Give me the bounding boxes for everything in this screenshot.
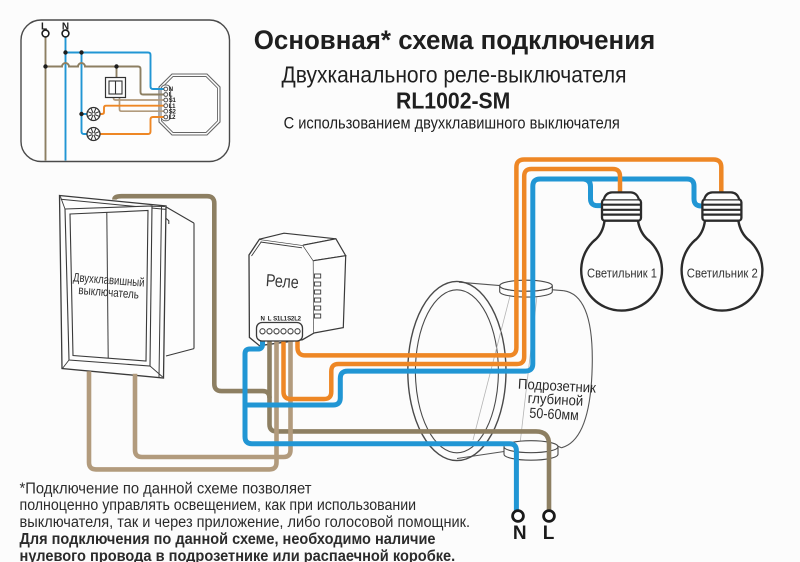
svg-text:L: L — [41, 22, 47, 33]
svg-text:L2: L2 — [294, 316, 301, 323]
svg-text:S1: S1 — [273, 316, 281, 323]
svg-text:Для подключения по данной схем: Для подключения по данной схеме, необход… — [20, 531, 436, 548]
svg-text:Реле: Реле — [265, 270, 299, 292]
svg-text:N: N — [169, 87, 173, 93]
svg-text:Подрозетник: Подрозетник — [518, 377, 597, 397]
svg-text:полноценно управлять освещение: полноценно управлять освещением, как при… — [20, 497, 417, 514]
svg-text:выключатель: выключатель — [78, 283, 140, 302]
svg-text:Основная* схема подключения: Основная* схема подключения — [254, 25, 656, 55]
svg-text:S2: S2 — [287, 316, 295, 323]
svg-text:S2: S2 — [169, 109, 177, 115]
svg-text:L1: L1 — [280, 316, 287, 323]
svg-text:Двухклавишный: Двухклавишный — [73, 270, 146, 289]
svg-text:N: N — [260, 316, 264, 323]
svg-text:Светильник 1: Светильник 1 — [587, 266, 657, 281]
svg-text:N: N — [62, 22, 69, 33]
svg-text:нулевого провода в подрозетник: нулевого провода в подрозетнике или расп… — [20, 548, 456, 562]
svg-text:выключателя, так и через прило: выключателя, так и через приложение, либ… — [20, 514, 471, 531]
svg-text:*Подключение по данной схеме п: *Подключение по данной схеме позволяет — [20, 480, 312, 497]
svg-text:L1: L1 — [169, 104, 176, 110]
svg-text:L2: L2 — [169, 115, 176, 121]
svg-text:50-60мм: 50-60мм — [529, 406, 579, 425]
svg-text:N: N — [513, 523, 527, 544]
svg-text:глубиной: глубиной — [527, 391, 583, 410]
svg-text:Светильник 2: Светильник 2 — [687, 266, 758, 281]
svg-text:L: L — [543, 523, 555, 544]
svg-text:L: L — [268, 316, 272, 323]
svg-text:S1: S1 — [169, 98, 177, 104]
svg-text:Двухканального реле-выключател: Двухканального реле-выключателя — [282, 62, 627, 88]
svg-text:С использованием двухклавишног: С использованием двухклавишного выключат… — [284, 115, 620, 133]
svg-text:RL1002-SM: RL1002-SM — [396, 87, 510, 113]
svg-text:L: L — [169, 93, 173, 99]
